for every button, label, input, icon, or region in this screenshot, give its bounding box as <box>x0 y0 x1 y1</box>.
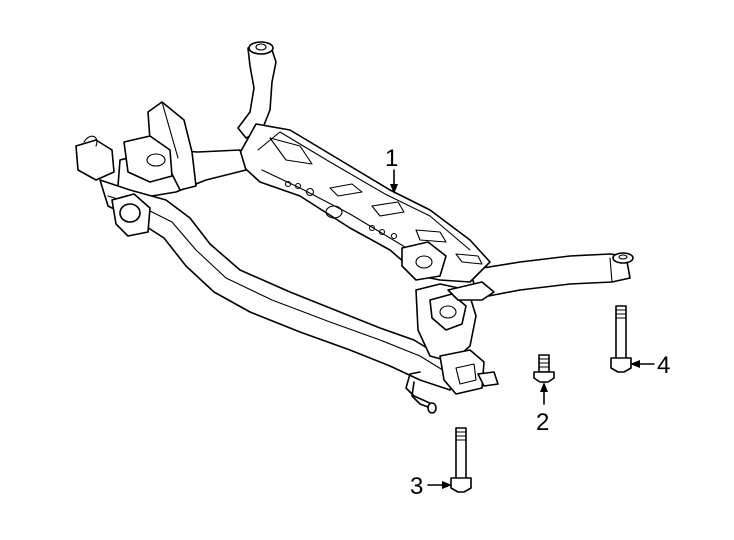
leader-1 <box>390 169 398 194</box>
callout-3: 3 <box>410 473 423 500</box>
bolt-3 <box>450 427 472 493</box>
bolt-4 <box>610 305 632 373</box>
subframe <box>75 41 634 414</box>
leader-4 <box>630 360 655 368</box>
callout-1: 1 <box>385 145 398 172</box>
callout-4: 4 <box>657 352 670 379</box>
leader-2 <box>540 382 548 405</box>
callout-2: 2 <box>536 409 549 436</box>
leader-3 <box>427 481 452 489</box>
bolt-2 <box>533 354 555 383</box>
